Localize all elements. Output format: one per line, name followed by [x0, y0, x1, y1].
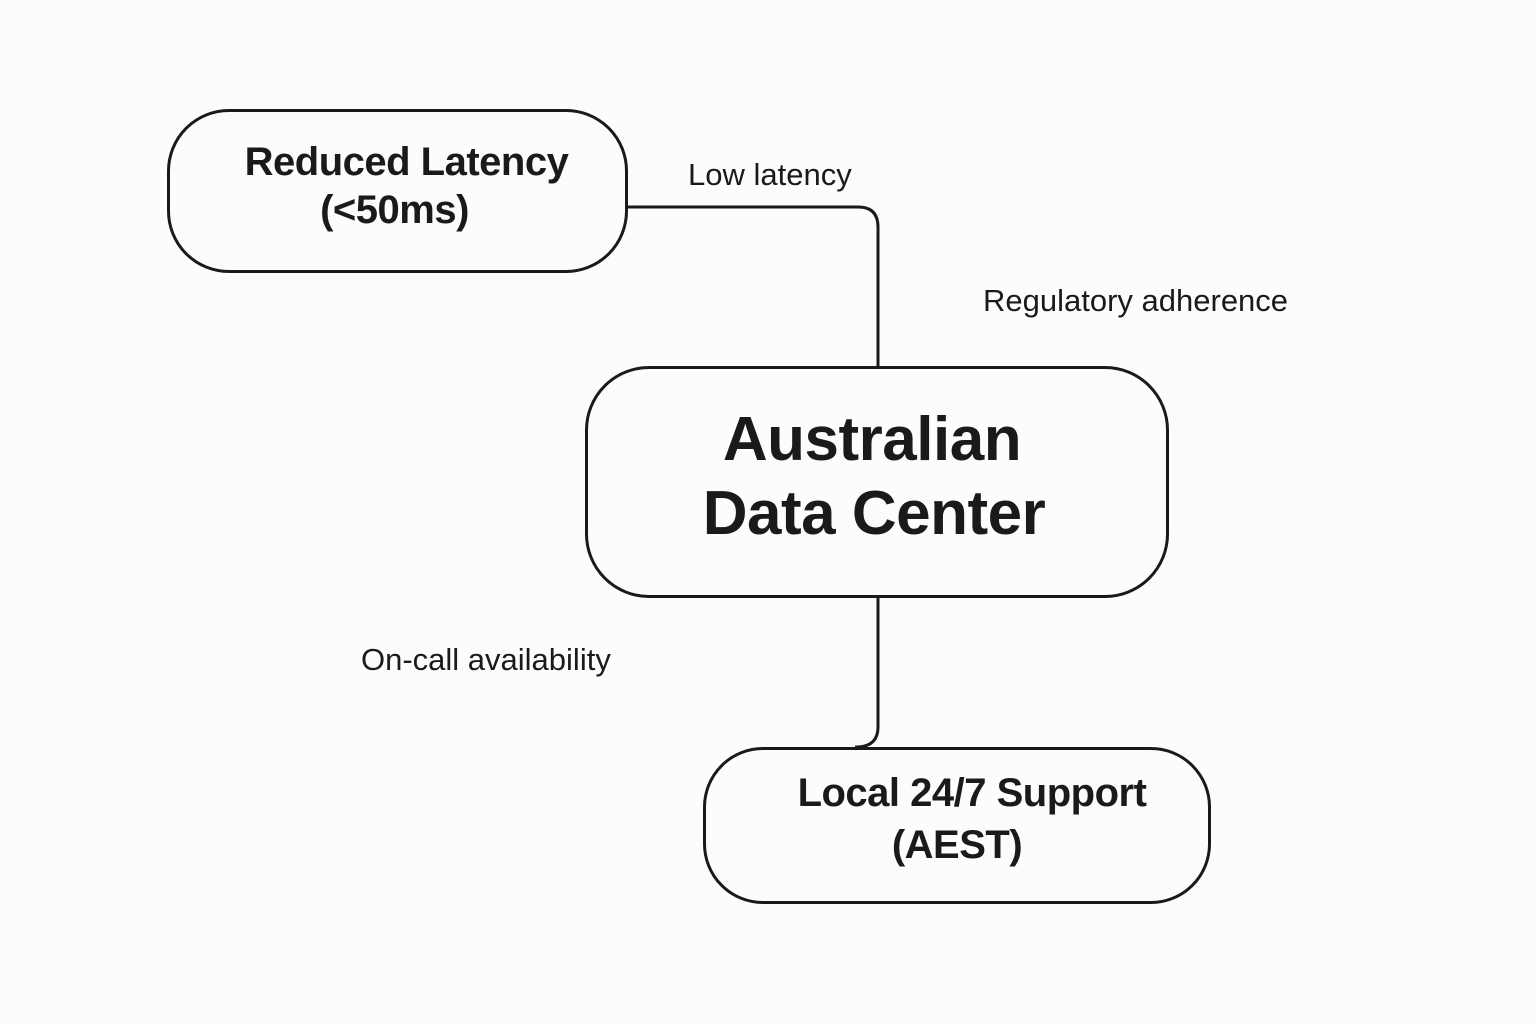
node-local-support: Local 24/7 Support (AEST) — [703, 747, 1211, 904]
node-title-line-2: Data Center — [702, 479, 1046, 548]
annotation-regulatory-adherence: Regulatory adherence — [983, 283, 1289, 318]
node-subtitle: (<50ms) — [320, 188, 469, 232]
edge-datacenter-to-support — [855, 598, 880, 749]
edge-label-on-call-availability: On-call availability — [361, 642, 611, 677]
node-title: Reduced Latency — [244, 140, 569, 184]
node-title-line-1: Australian — [722, 405, 1022, 474]
edge-label-low-latency: Low latency — [688, 157, 852, 192]
edge-latency-to-datacenter — [628, 205, 880, 366]
node-subtitle: (AEST) — [891, 822, 1023, 867]
node-title: Local 24/7 Support — [797, 770, 1147, 815]
node-reduced-latency: Reduced Latency (<50ms) — [167, 109, 628, 273]
node-australian-data-center: Australian Data Center — [585, 366, 1169, 598]
